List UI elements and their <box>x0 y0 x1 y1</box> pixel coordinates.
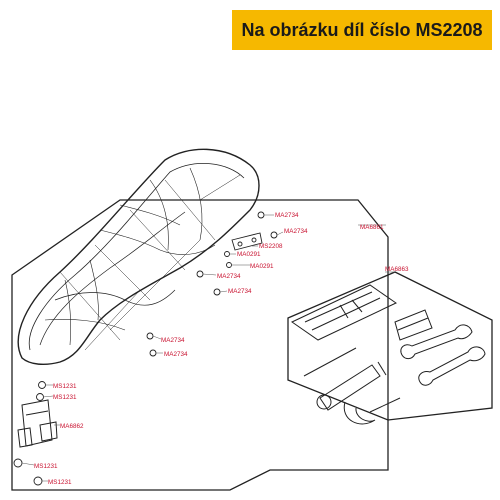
wrench-icon <box>400 324 486 386</box>
seat-icon <box>17 148 260 366</box>
leader-lines <box>21 214 395 482</box>
part-number-banner: Na obrázku díl číslo MS2208 <box>232 10 492 50</box>
tool-pouch-icon <box>291 284 397 341</box>
label-ma2734-3: MA2734 <box>217 273 241 280</box>
hook-spanner-icon <box>343 397 401 425</box>
label-ma2734-5: MA2734 <box>161 337 185 344</box>
screwdriver-icon <box>303 309 433 377</box>
label-ma6862: MA6862 <box>60 423 84 430</box>
label-ms1231-2: MS1231 <box>53 394 77 401</box>
seat-group-outline <box>11 199 389 491</box>
hinge-bracket-icon <box>17 399 58 448</box>
label-ms1231-4: MS1231 <box>48 479 72 486</box>
label-ma6861: MA6861 <box>360 224 384 231</box>
spark-plug-socket-icon <box>316 361 387 411</box>
label-ma6863: MA6863 <box>385 266 409 273</box>
label-ms1231-3: MS1231 <box>34 463 58 470</box>
label-ma2734-6: MA2734 <box>164 351 188 358</box>
label-ma2734-4: MA2734 <box>228 288 252 295</box>
label-ma2734-2: MA2734 <box>284 228 308 235</box>
label-ma0291-2: MA0291 <box>250 263 274 270</box>
label-ms1231-1: MS1231 <box>53 383 77 390</box>
label-ms2208: MS2208 <box>259 243 283 250</box>
seat-hinge-icon <box>231 232 263 251</box>
label-ma0291-1: MA0291 <box>237 251 261 258</box>
label-ma2734-1: MA2734 <box>275 212 299 219</box>
banner-text: Na obrázku díl číslo MS2208 <box>241 19 483 40</box>
